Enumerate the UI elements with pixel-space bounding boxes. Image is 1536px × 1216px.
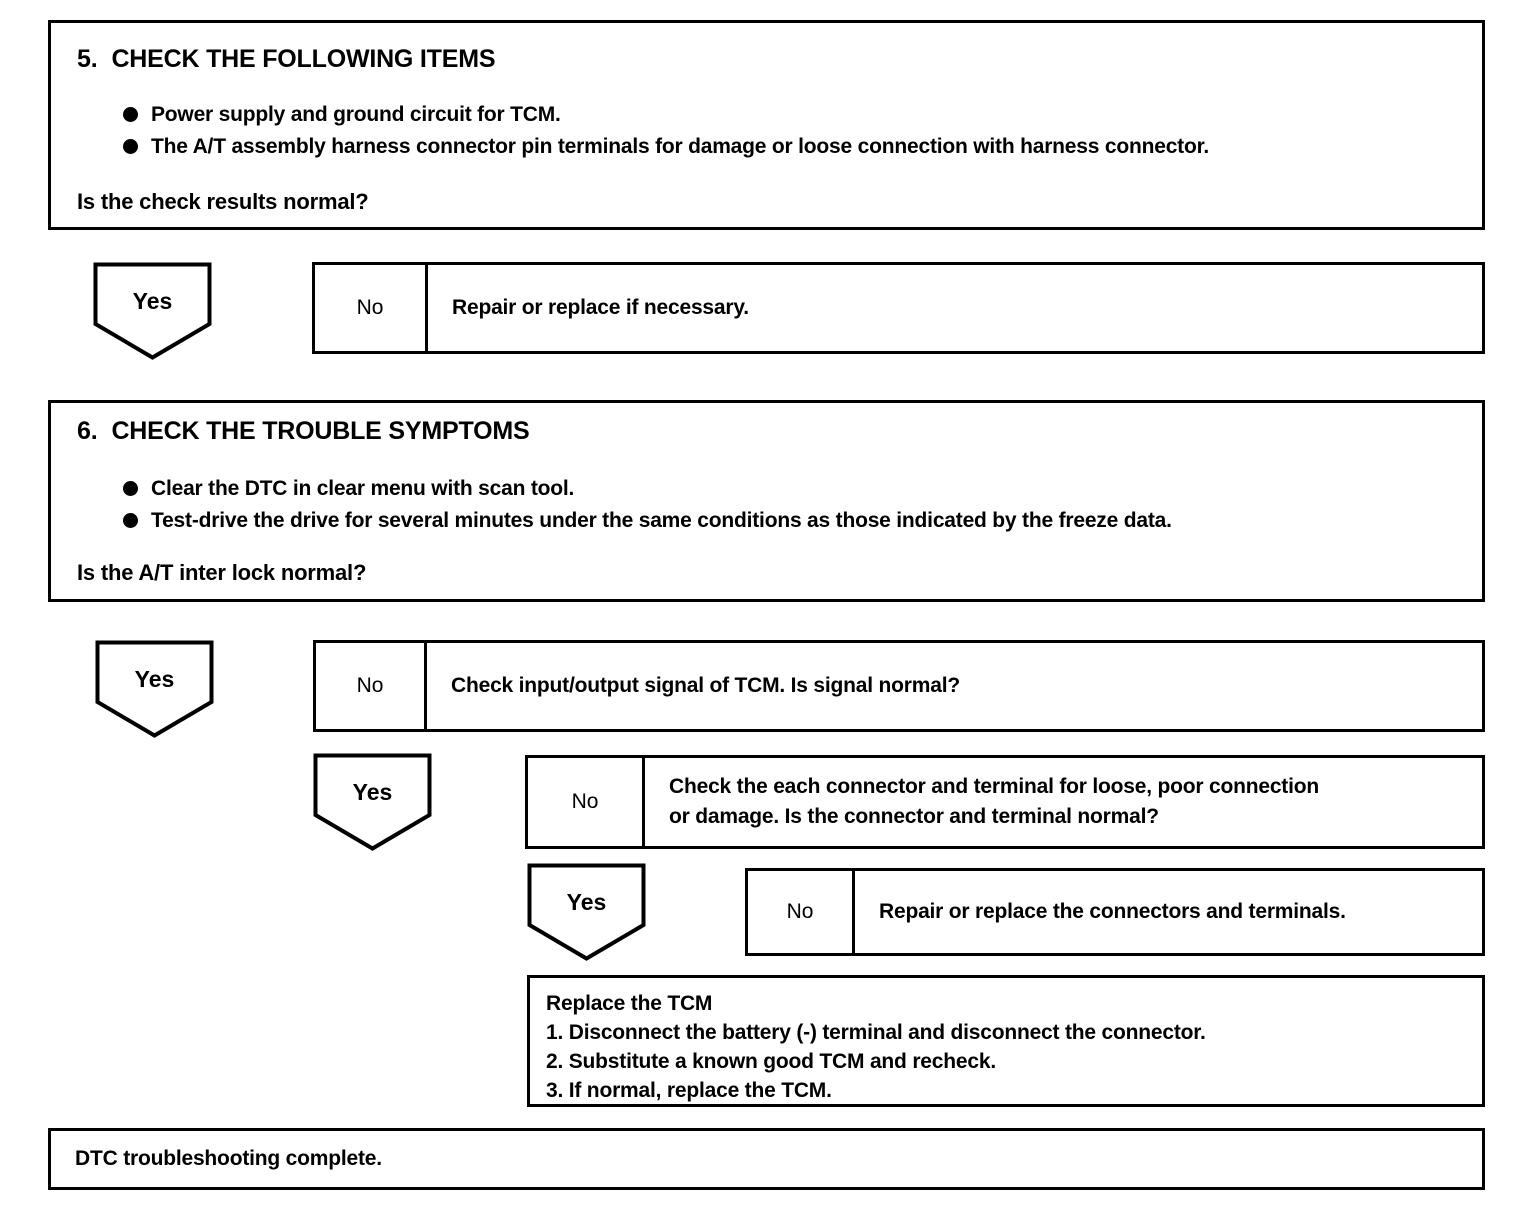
step-6-bullets: Clear the DTC in clear menu with scan to… (123, 475, 1482, 539)
step-6-bullet-1: Clear the DTC in clear menu with scan to… (151, 477, 575, 500)
branch-3-no-box[interactable]: No (525, 755, 645, 849)
step-5-bullet-1: Power supply and ground circuit for TCM. (151, 103, 561, 126)
step-5-box: 5. CHECK THE FOLLOWING ITEMS Power supply… (48, 20, 1485, 230)
step-6-number: 6. (77, 417, 98, 445)
pentagon-shape-icon (95, 640, 214, 738)
branch-2-yes-arrow[interactable]: Yes (95, 640, 214, 738)
bullet-dot-icon (123, 481, 138, 496)
branch-4-action-line-1: Repair or replace the connectors and ter… (879, 900, 1346, 923)
step-6-title: 6. CHECK THE TROUBLE SYMPTOMS (77, 417, 530, 446)
branch-3-yes-arrow[interactable]: Yes (313, 753, 432, 851)
branch-3-action-line-2: or damage. Is the connector and terminal… (669, 805, 1159, 828)
branch-1-no-label: No (356, 296, 384, 319)
branch-1-yes-arrow[interactable]: Yes (93, 262, 212, 360)
branch-4-action-text-wrap: Repair or replace the connectors and ter… (855, 897, 1356, 927)
replace-tcm-box: Replace the TCM 1. Disconnect the batter… (527, 975, 1485, 1107)
dtc-complete-box: DTC troubleshooting complete. (48, 1128, 1485, 1190)
pentagon-shape-icon (527, 863, 646, 961)
branch-1-action-text-wrap: Repair or replace if necessary. (428, 293, 759, 323)
branch-3-action-line-1: Check the each connector and terminal fo… (669, 775, 1319, 798)
dtc-complete-text: DTC troubleshooting complete. (75, 1147, 382, 1170)
bullet-dot-icon (123, 513, 138, 528)
branch-3-action-box: Check the each connector and terminal fo… (642, 755, 1485, 849)
step-5-bullets: Power supply and ground circuit for TCM.… (123, 101, 1482, 165)
list-item: The A/T assembly harness connector pin t… (123, 133, 1482, 160)
replace-tcm-step-3: 3. If normal, replace the TCM. (546, 1079, 832, 1102)
step-5-title-text: CHECK THE FOLLOWING ITEMS (111, 45, 496, 73)
branch-2-action-text-wrap: Check input/output signal of TCM. Is sig… (427, 671, 970, 701)
step-6-title-text: CHECK THE TROUBLE SYMPTOMS (111, 417, 530, 445)
branch-4-no-label: No (786, 900, 814, 923)
branch-2-action-line-1: Check input/output signal of TCM. Is sig… (451, 674, 960, 697)
step-5-title: 5. CHECK THE FOLLOWING ITEMS (77, 45, 496, 74)
branch-4-yes-arrow[interactable]: Yes (527, 863, 646, 961)
pentagon-shape-icon (313, 753, 432, 851)
branch-3-no-label: No (571, 790, 599, 813)
pentagon-shape-icon (93, 262, 212, 360)
step-6-question: Is the A/T inter lock normal? (77, 560, 367, 585)
branch-2-yes-label: Yes (134, 666, 175, 692)
step-5-number: 5. (77, 45, 98, 73)
branch-2-action-box: Check input/output signal of TCM. Is sig… (424, 640, 1485, 732)
step-6-bullet-2: Test-drive the drive for several minutes… (151, 509, 1172, 532)
branch-4-yes-label: Yes (566, 889, 607, 915)
branch-4-action-box: Repair or replace the connectors and ter… (852, 868, 1485, 956)
branch-1-no-box[interactable]: No (312, 262, 428, 354)
list-item: Test-drive the drive for several minutes… (123, 507, 1482, 534)
list-item: Power supply and ground circuit for TCM. (123, 101, 1482, 128)
step-6-box: 6. CHECK THE TROUBLE SYMPTOMS Clear the D… (48, 400, 1485, 602)
branch-1-action-box: Repair or replace if necessary. (425, 262, 1485, 354)
list-item: Clear the DTC in clear menu with scan to… (123, 475, 1482, 502)
replace-tcm-step-2: 2. Substitute a known good TCM and reche… (546, 1050, 996, 1073)
branch-3-action-text-wrap: Check the each connector and terminal fo… (645, 772, 1329, 832)
step-5-bullet-2: The A/T assembly harness connector pin t… (151, 135, 1210, 158)
branch-4-no-box[interactable]: No (745, 868, 855, 956)
branch-3-yes-label: Yes (352, 779, 393, 805)
bullet-dot-icon (123, 139, 138, 154)
step-5-question: Is the check results normal? (77, 189, 369, 214)
branch-1-yes-label: Yes (132, 288, 173, 314)
replace-tcm-step-1: 1. Disconnect the battery (-) terminal a… (546, 1021, 1206, 1044)
branch-1-action-line-1: Repair or replace if necessary. (452, 296, 749, 319)
branch-2-no-label: No (356, 674, 384, 697)
replace-tcm-heading: Replace the TCM (546, 992, 713, 1015)
bullet-dot-icon (123, 107, 138, 122)
branch-2-no-box[interactable]: No (313, 640, 427, 732)
